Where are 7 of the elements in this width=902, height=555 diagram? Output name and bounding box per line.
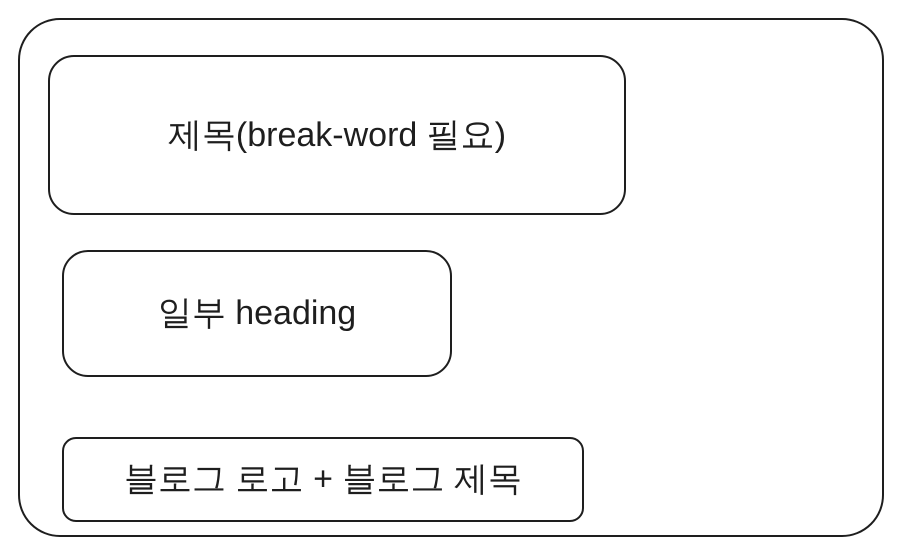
rounded-box bbox=[62, 437, 584, 522]
box-label: 일부 heading bbox=[158, 293, 356, 334]
outer-frame bbox=[18, 18, 884, 537]
rounded-box bbox=[62, 250, 452, 377]
box-label: 블로그 로고 + 블로그 제목 bbox=[124, 459, 522, 500]
rounded-box bbox=[48, 55, 626, 215]
box-label: 제목(break-word 필요) bbox=[168, 114, 506, 156]
